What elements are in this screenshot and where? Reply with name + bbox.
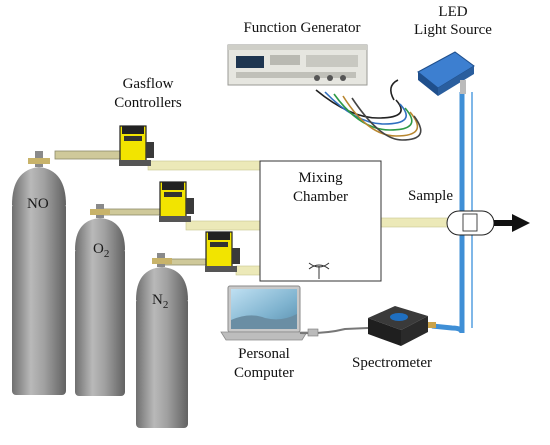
function-generator-device — [227, 44, 368, 86]
label-controllers: Controllers — [114, 95, 182, 111]
label-sample: Sample — [408, 188, 453, 204]
sample-cell — [446, 210, 495, 236]
laptop-device — [220, 285, 308, 341]
gasflow-controller-2 — [159, 181, 194, 222]
label-led: LED — [438, 4, 468, 20]
cylinder-label-n2-sub: 2 — [162, 299, 169, 311]
gas-lines — [54, 150, 449, 276]
cylinder-n2 — [136, 253, 188, 428]
gasflow-controller-3 — [205, 231, 240, 272]
label-computer: Computer — [234, 365, 294, 381]
gasflow-controller-1 — [119, 125, 154, 166]
led-light-source-device — [417, 51, 475, 96]
label-personal: Personal — [238, 346, 290, 362]
label-light-source: Light Source — [414, 22, 492, 38]
spectrometer-device — [368, 306, 436, 346]
cylinder-o2 — [75, 204, 125, 396]
optical-fiber — [431, 92, 465, 334]
stirrer-icon — [308, 262, 330, 279]
cylinder-label-n2: N2 — [152, 292, 168, 312]
label-chamber: Chamber — [293, 189, 348, 205]
mixing-chamber — [259, 160, 382, 282]
label-function-generator: Function Generator — [243, 20, 361, 36]
cylinder-label-n2-base: N — [152, 292, 163, 308]
outlet-arrow-icon — [494, 214, 530, 232]
label-mixing: Mixing — [298, 170, 343, 186]
cylinder-label-o2-base: O — [93, 241, 104, 257]
bnc-cables — [315, 79, 422, 141]
cylinder-label-no: NO — [27, 196, 49, 212]
label-gasflow: Gasflow — [122, 76, 174, 92]
cylinder-label-o2-sub: 2 — [103, 248, 110, 260]
label-spectrometer: Spectrometer — [352, 355, 432, 371]
cylinder-no — [12, 151, 66, 395]
cylinder-label-o2: O2 — [93, 241, 109, 261]
usb-cable — [299, 327, 369, 335]
